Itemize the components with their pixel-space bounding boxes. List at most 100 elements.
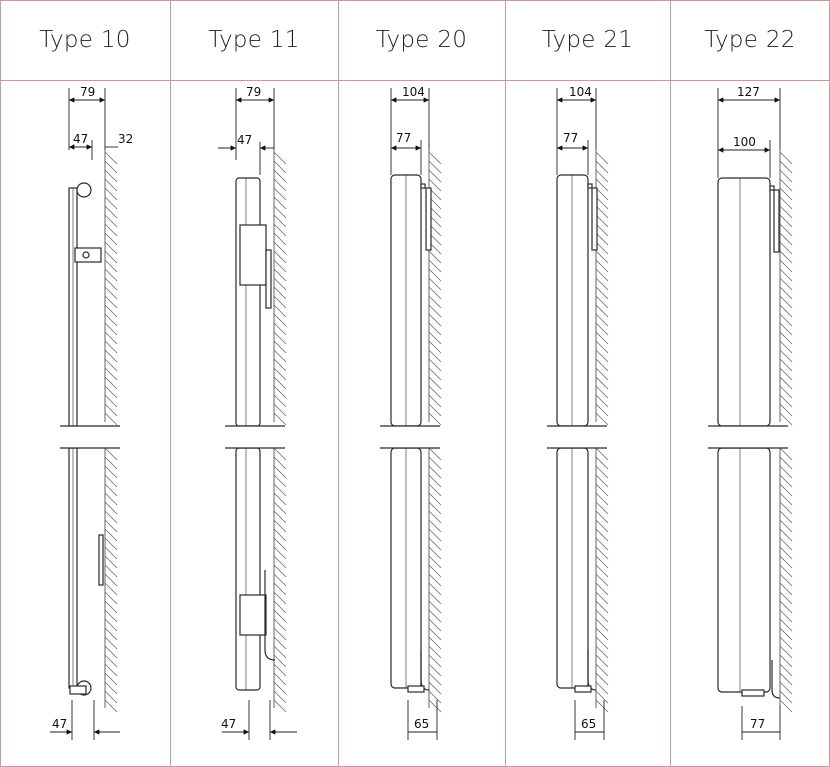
- wall-hatch-line: [428, 259, 442, 273]
- wall-hatch-line: [595, 340, 609, 354]
- wall-hatch-line: [273, 519, 287, 533]
- wall-hatch-line: [428, 277, 442, 291]
- wall-hatch-line: [104, 465, 118, 479]
- wall-hatch-line: [779, 232, 793, 246]
- wall-hatch-line: [104, 286, 118, 300]
- wall-hatch-line: [428, 358, 442, 372]
- wall-hatch-line: [273, 663, 287, 677]
- wall-hatch-line: [273, 214, 287, 228]
- wall-hatch-line: [104, 699, 118, 713]
- wall-hatch-line: [104, 250, 118, 264]
- wall-hatch-line: [273, 618, 287, 632]
- dim-bottom: 47: [221, 717, 236, 731]
- wall-hatch-line: [779, 618, 793, 632]
- wall-hatch-line: [273, 627, 287, 641]
- wall-hatch-line: [779, 654, 793, 668]
- wall-hatch-line: [779, 277, 793, 291]
- wall-hatch-line: [595, 501, 609, 515]
- wall-hatch-line: [595, 259, 609, 273]
- wall-hatch-line: [273, 681, 287, 695]
- header-type-21: Type 21: [541, 27, 634, 53]
- wall-hatch-line: [428, 546, 442, 560]
- type-22-drawing: 127 100 77: [708, 85, 793, 740]
- wall-hatch-line: [104, 609, 118, 623]
- type-21-drawing: 104 77 65: [547, 85, 609, 740]
- wall-hatch-line: [428, 169, 442, 183]
- header-type-22: Type 22: [704, 27, 796, 53]
- wall-hatch-line: [104, 483, 118, 497]
- wall-hatch-line: [595, 609, 609, 623]
- header-type-10: Type 10: [39, 27, 131, 53]
- dim-body: 77: [396, 131, 411, 145]
- wall-hatch-line: [595, 322, 609, 336]
- wall-hatch-line: [595, 367, 609, 381]
- wall-hatch-line: [779, 582, 793, 596]
- wall-hatch-line: [428, 573, 442, 587]
- wall-hatch-line: [104, 456, 118, 470]
- wall-hatch-line: [595, 636, 609, 650]
- type-20-drawing: 104 77 65: [380, 85, 442, 740]
- wall-hatch-line: [104, 268, 118, 282]
- wall-hatch-line: [595, 573, 609, 587]
- wall-hatch-line: [104, 555, 118, 569]
- wall-hatch-line: [779, 519, 793, 533]
- wall-hatch-line: [273, 672, 287, 686]
- wall-hatch-line: [779, 205, 793, 219]
- wall-hatch-line: [428, 591, 442, 605]
- wall-hatch-line: [104, 528, 118, 542]
- wall-hatch-line: [273, 564, 287, 578]
- wall-hatch-line: [273, 223, 287, 237]
- wall-hatch-line: [779, 322, 793, 336]
- wall-hatch-line: [595, 196, 609, 210]
- wall-hatch-line: [779, 537, 793, 551]
- wall-hatch-line: [595, 277, 609, 291]
- wall-hatch-line: [595, 681, 609, 695]
- wall-hatch-line: [595, 178, 609, 192]
- dim-bottom: 47: [52, 717, 67, 731]
- wall-hatch-line: [779, 223, 793, 237]
- wall-hatch-line: [428, 654, 442, 668]
- wall-hatch-line: [428, 295, 442, 309]
- wall-hatch-line: [273, 403, 287, 417]
- wall-hatch-line: [104, 546, 118, 560]
- wall-hatch-line: [104, 259, 118, 273]
- header-type-11: Type 11: [208, 27, 300, 53]
- wall-hatch-line: [779, 241, 793, 255]
- wall-hatch-line: [273, 160, 287, 174]
- wall-hatch-line: [779, 331, 793, 345]
- wall-hatch-line: [779, 151, 793, 165]
- wall-hatch-line: [104, 322, 118, 336]
- wall-hatch-line: [595, 456, 609, 470]
- type-10-drawing: 79 47 32 47: [50, 85, 133, 740]
- wall-hatch-line: [595, 528, 609, 542]
- wall-hatch-line: [595, 151, 609, 165]
- dim-overall: 104: [402, 85, 425, 99]
- wall-hatch-line: [273, 232, 287, 246]
- wall-hatch-line: [779, 627, 793, 641]
- wall-hatch-line: [779, 636, 793, 650]
- wall-hatch-line: [273, 528, 287, 542]
- wall-hatch-line: [273, 501, 287, 515]
- wall-hatch-line: [428, 322, 442, 336]
- wall-hatch-line: [428, 447, 442, 461]
- wall-hatch-line: [779, 169, 793, 183]
- wall-hatch-line: [104, 447, 118, 461]
- wall-hatch-line: [273, 582, 287, 596]
- wall-hatch-line: [428, 394, 442, 408]
- wall-hatch-line: [595, 295, 609, 309]
- wall-hatch-line: [595, 403, 609, 417]
- wall-hatch-line: [779, 160, 793, 174]
- wall-hatch-line: [595, 205, 609, 219]
- wall-hatch-line: [104, 214, 118, 228]
- wall-hatch-line: [595, 187, 609, 201]
- wall-hatch-line: [779, 690, 793, 704]
- wall-hatch-line: [104, 492, 118, 506]
- dim-body: 47: [73, 132, 88, 146]
- wall-hatch-line: [273, 609, 287, 623]
- wall-hatch-line: [104, 241, 118, 255]
- wall-hatch-line: [595, 555, 609, 569]
- dim-bottom: 65: [581, 717, 596, 731]
- wall-hatch-line: [595, 331, 609, 345]
- wall-hatch-line: [595, 483, 609, 497]
- wall-hatch-line: [595, 169, 609, 183]
